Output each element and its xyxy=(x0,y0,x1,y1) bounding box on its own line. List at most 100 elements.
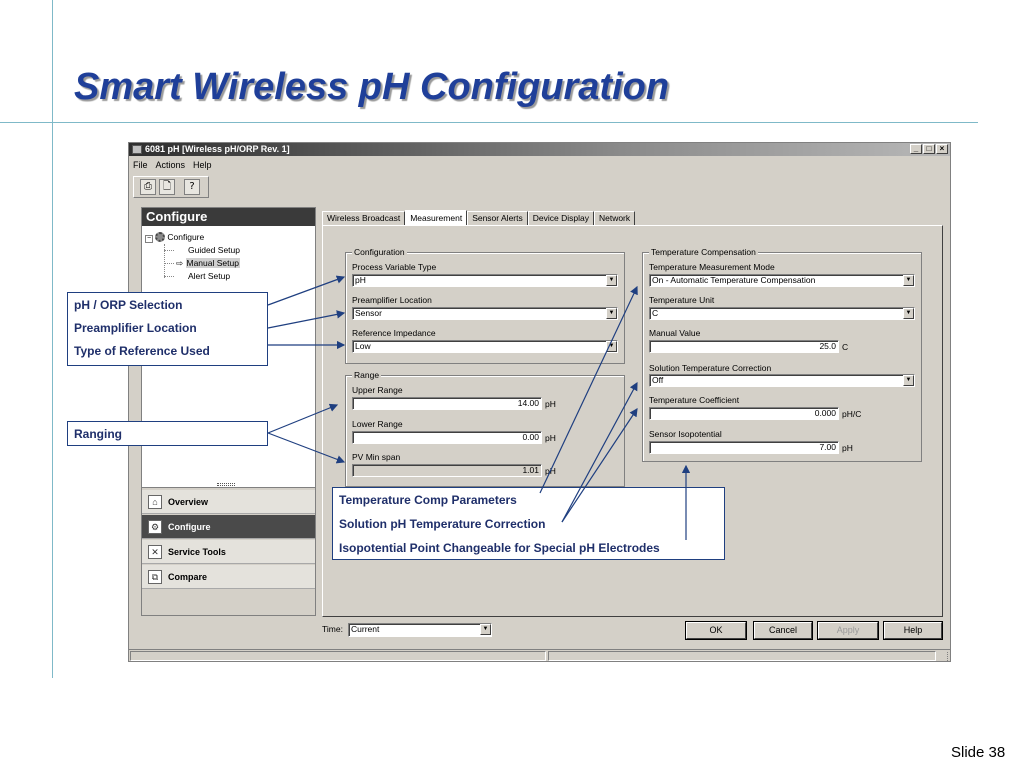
toolbar: ⎙ 🗋 ? xyxy=(133,176,209,198)
temp-unit-select[interactable]: C▼ xyxy=(649,307,915,320)
compare-icon: ⧉ xyxy=(148,570,162,584)
temp-coef-input[interactable]: 0.000 xyxy=(649,407,839,420)
preamp-select[interactable]: Sensor▼ xyxy=(352,307,618,320)
range-group-title: Range xyxy=(352,370,382,380)
window-titlebar[interactable]: 6081 pH [Wireless pH/ORP Rev. 1] _ □ × xyxy=(129,143,950,156)
cancel-button[interactable]: Cancel xyxy=(753,621,813,640)
callout-config-selection: pH / ORP Selection Preamplifier Location… xyxy=(67,292,268,366)
manual-value-unit: C xyxy=(842,342,849,352)
app-window: 6081 pH [Wireless pH/ORP Rev. 1] _ □ × F… xyxy=(128,142,951,662)
tab-measurement[interactable]: Measurement xyxy=(405,210,468,225)
pv-type-select[interactable]: pH▼ xyxy=(352,274,618,287)
temp-mode-select[interactable]: On - Automatic Temperature Compensation▼ xyxy=(649,274,915,287)
range-group: Range Upper Range 14.00 pH Lower Range 0… xyxy=(345,370,625,487)
horizontal-rule xyxy=(0,122,978,123)
manual-value-label: Manual Value xyxy=(649,328,701,338)
vertical-rule xyxy=(52,0,53,678)
configuration-group: Configuration Process Variable Type pH▼ … xyxy=(345,247,625,364)
menu-file[interactable]: File xyxy=(133,160,148,170)
tree-item-manual-setup[interactable]: ⇨ Manual Setup xyxy=(176,258,240,268)
callout-solution-ph: Solution pH Temperature Correction xyxy=(339,517,546,531)
manual-value-input[interactable]: 25.0 xyxy=(649,340,839,353)
sensor-iso-unit: pH xyxy=(842,443,853,453)
close-button[interactable]: × xyxy=(936,144,948,154)
context-help-icon[interactable]: ? xyxy=(184,179,200,195)
upper-range-input[interactable]: 14.00 xyxy=(352,397,542,410)
minimize-button[interactable]: _ xyxy=(910,144,922,154)
callout-preamp: Preamplifier Location xyxy=(74,321,197,335)
status-bar xyxy=(129,649,950,661)
lower-range-input[interactable]: 0.00 xyxy=(352,431,542,444)
pv-min-span-field: 1.01 xyxy=(352,464,542,477)
gear-icon xyxy=(155,232,166,242)
arrow-right-icon: ⇨ xyxy=(176,258,184,268)
nav-configure[interactable]: ⚙Configure xyxy=(142,515,315,539)
chevron-down-icon[interactable]: ▼ xyxy=(903,275,914,286)
tab-device-display[interactable]: Device Display xyxy=(527,211,594,225)
pv-type-label: Process Variable Type xyxy=(352,262,437,272)
lower-range-label: Lower Range xyxy=(352,419,403,429)
pv-min-span-unit: pH xyxy=(545,466,556,476)
time-label: Time: xyxy=(322,624,343,634)
pv-min-span-label: PV Min span xyxy=(352,452,401,462)
sensor-iso-label: Sensor Isopotential xyxy=(649,429,722,439)
resize-grip-icon[interactable] xyxy=(939,652,948,661)
tools-icon: ✕ xyxy=(148,545,162,559)
splitter-grip[interactable] xyxy=(217,483,235,486)
left-pane-header: Configure xyxy=(142,208,315,226)
slide-title: Smart Wireless pH Configuration xyxy=(74,66,670,108)
temperature-group-title: Temperature Compensation xyxy=(649,247,758,257)
ref-impedance-label: Reference Impedance xyxy=(352,328,436,338)
chevron-down-icon[interactable]: ▼ xyxy=(606,275,617,286)
temp-mode-label: Temperature Measurement Mode xyxy=(649,262,775,272)
callout-ranging-text: Ranging xyxy=(74,427,122,441)
callout-reference: Type of Reference Used xyxy=(74,344,210,358)
chevron-down-icon[interactable]: ▼ xyxy=(606,308,617,319)
sensor-iso-input[interactable]: 7.00 xyxy=(649,441,839,454)
nav-compare[interactable]: ⧉Compare xyxy=(142,565,315,589)
callout-ph-orp: pH / ORP Selection xyxy=(74,298,183,312)
print-preview-icon[interactable]: 🗋 xyxy=(159,179,175,195)
status-cell-left xyxy=(130,651,546,661)
menu-help[interactable]: Help xyxy=(193,160,212,170)
upper-range-label: Upper Range xyxy=(352,385,403,395)
tab-sensor-alerts[interactable]: Sensor Alerts xyxy=(467,211,528,225)
maximize-button[interactable]: □ xyxy=(923,144,935,154)
help-button[interactable]: Help xyxy=(883,621,943,640)
temperature-compensation-group: Temperature Compensation Temperature Mea… xyxy=(642,247,922,462)
apply-button[interactable]: Apply xyxy=(817,621,879,640)
tab-network[interactable]: Network xyxy=(593,211,636,225)
chevron-down-icon[interactable]: ▼ xyxy=(606,341,617,352)
tree-item-alert-setup[interactable]: Alert Setup xyxy=(188,271,231,281)
preamp-label: Preamplifier Location xyxy=(352,295,432,305)
slide-number: Slide 38 xyxy=(951,744,1006,761)
chevron-down-icon[interactable]: ▼ xyxy=(903,375,914,386)
tab-wireless-broadcast[interactable]: Wireless Broadcast xyxy=(322,211,406,225)
upper-range-unit: pH xyxy=(545,399,556,409)
solution-temp-select[interactable]: Off▼ xyxy=(649,374,915,387)
callout-temperature: Temperature Comp Parameters Solution pH … xyxy=(332,487,725,560)
menu-actions[interactable]: Actions xyxy=(155,160,186,170)
ok-button[interactable]: OK xyxy=(685,621,747,640)
tree-item-guided-setup[interactable]: Guided Setup xyxy=(188,245,240,255)
ref-impedance-select[interactable]: Low▼ xyxy=(352,340,618,353)
callout-isopotential: Isopotential Point Changeable for Specia… xyxy=(339,541,660,555)
callout-temp-comp: Temperature Comp Parameters xyxy=(339,493,517,507)
status-cell-right xyxy=(548,651,936,661)
nav-service-tools[interactable]: ✕Service Tools xyxy=(142,540,315,564)
gear-icon: ⚙ xyxy=(148,520,162,534)
time-select[interactable]: Current▼ xyxy=(348,623,492,637)
temp-coef-label: Temperature Coefficient xyxy=(649,395,740,405)
callout-ranging: Ranging xyxy=(67,421,268,446)
nav-overview[interactable]: ⌂Overview xyxy=(142,490,315,514)
chevron-down-icon[interactable]: ▼ xyxy=(903,308,914,319)
lower-range-unit: pH xyxy=(545,433,556,443)
tree-root[interactable]: − Configure xyxy=(145,232,205,243)
collapse-icon[interactable]: − xyxy=(145,235,153,243)
app-icon xyxy=(132,145,142,154)
print-icon[interactable]: ⎙ xyxy=(140,179,156,195)
configuration-group-title: Configuration xyxy=(352,247,407,257)
temp-coef-unit: pH/C xyxy=(842,409,862,419)
chevron-down-icon[interactable]: ▼ xyxy=(480,624,491,635)
menu-bar: File Actions Help xyxy=(133,160,212,172)
